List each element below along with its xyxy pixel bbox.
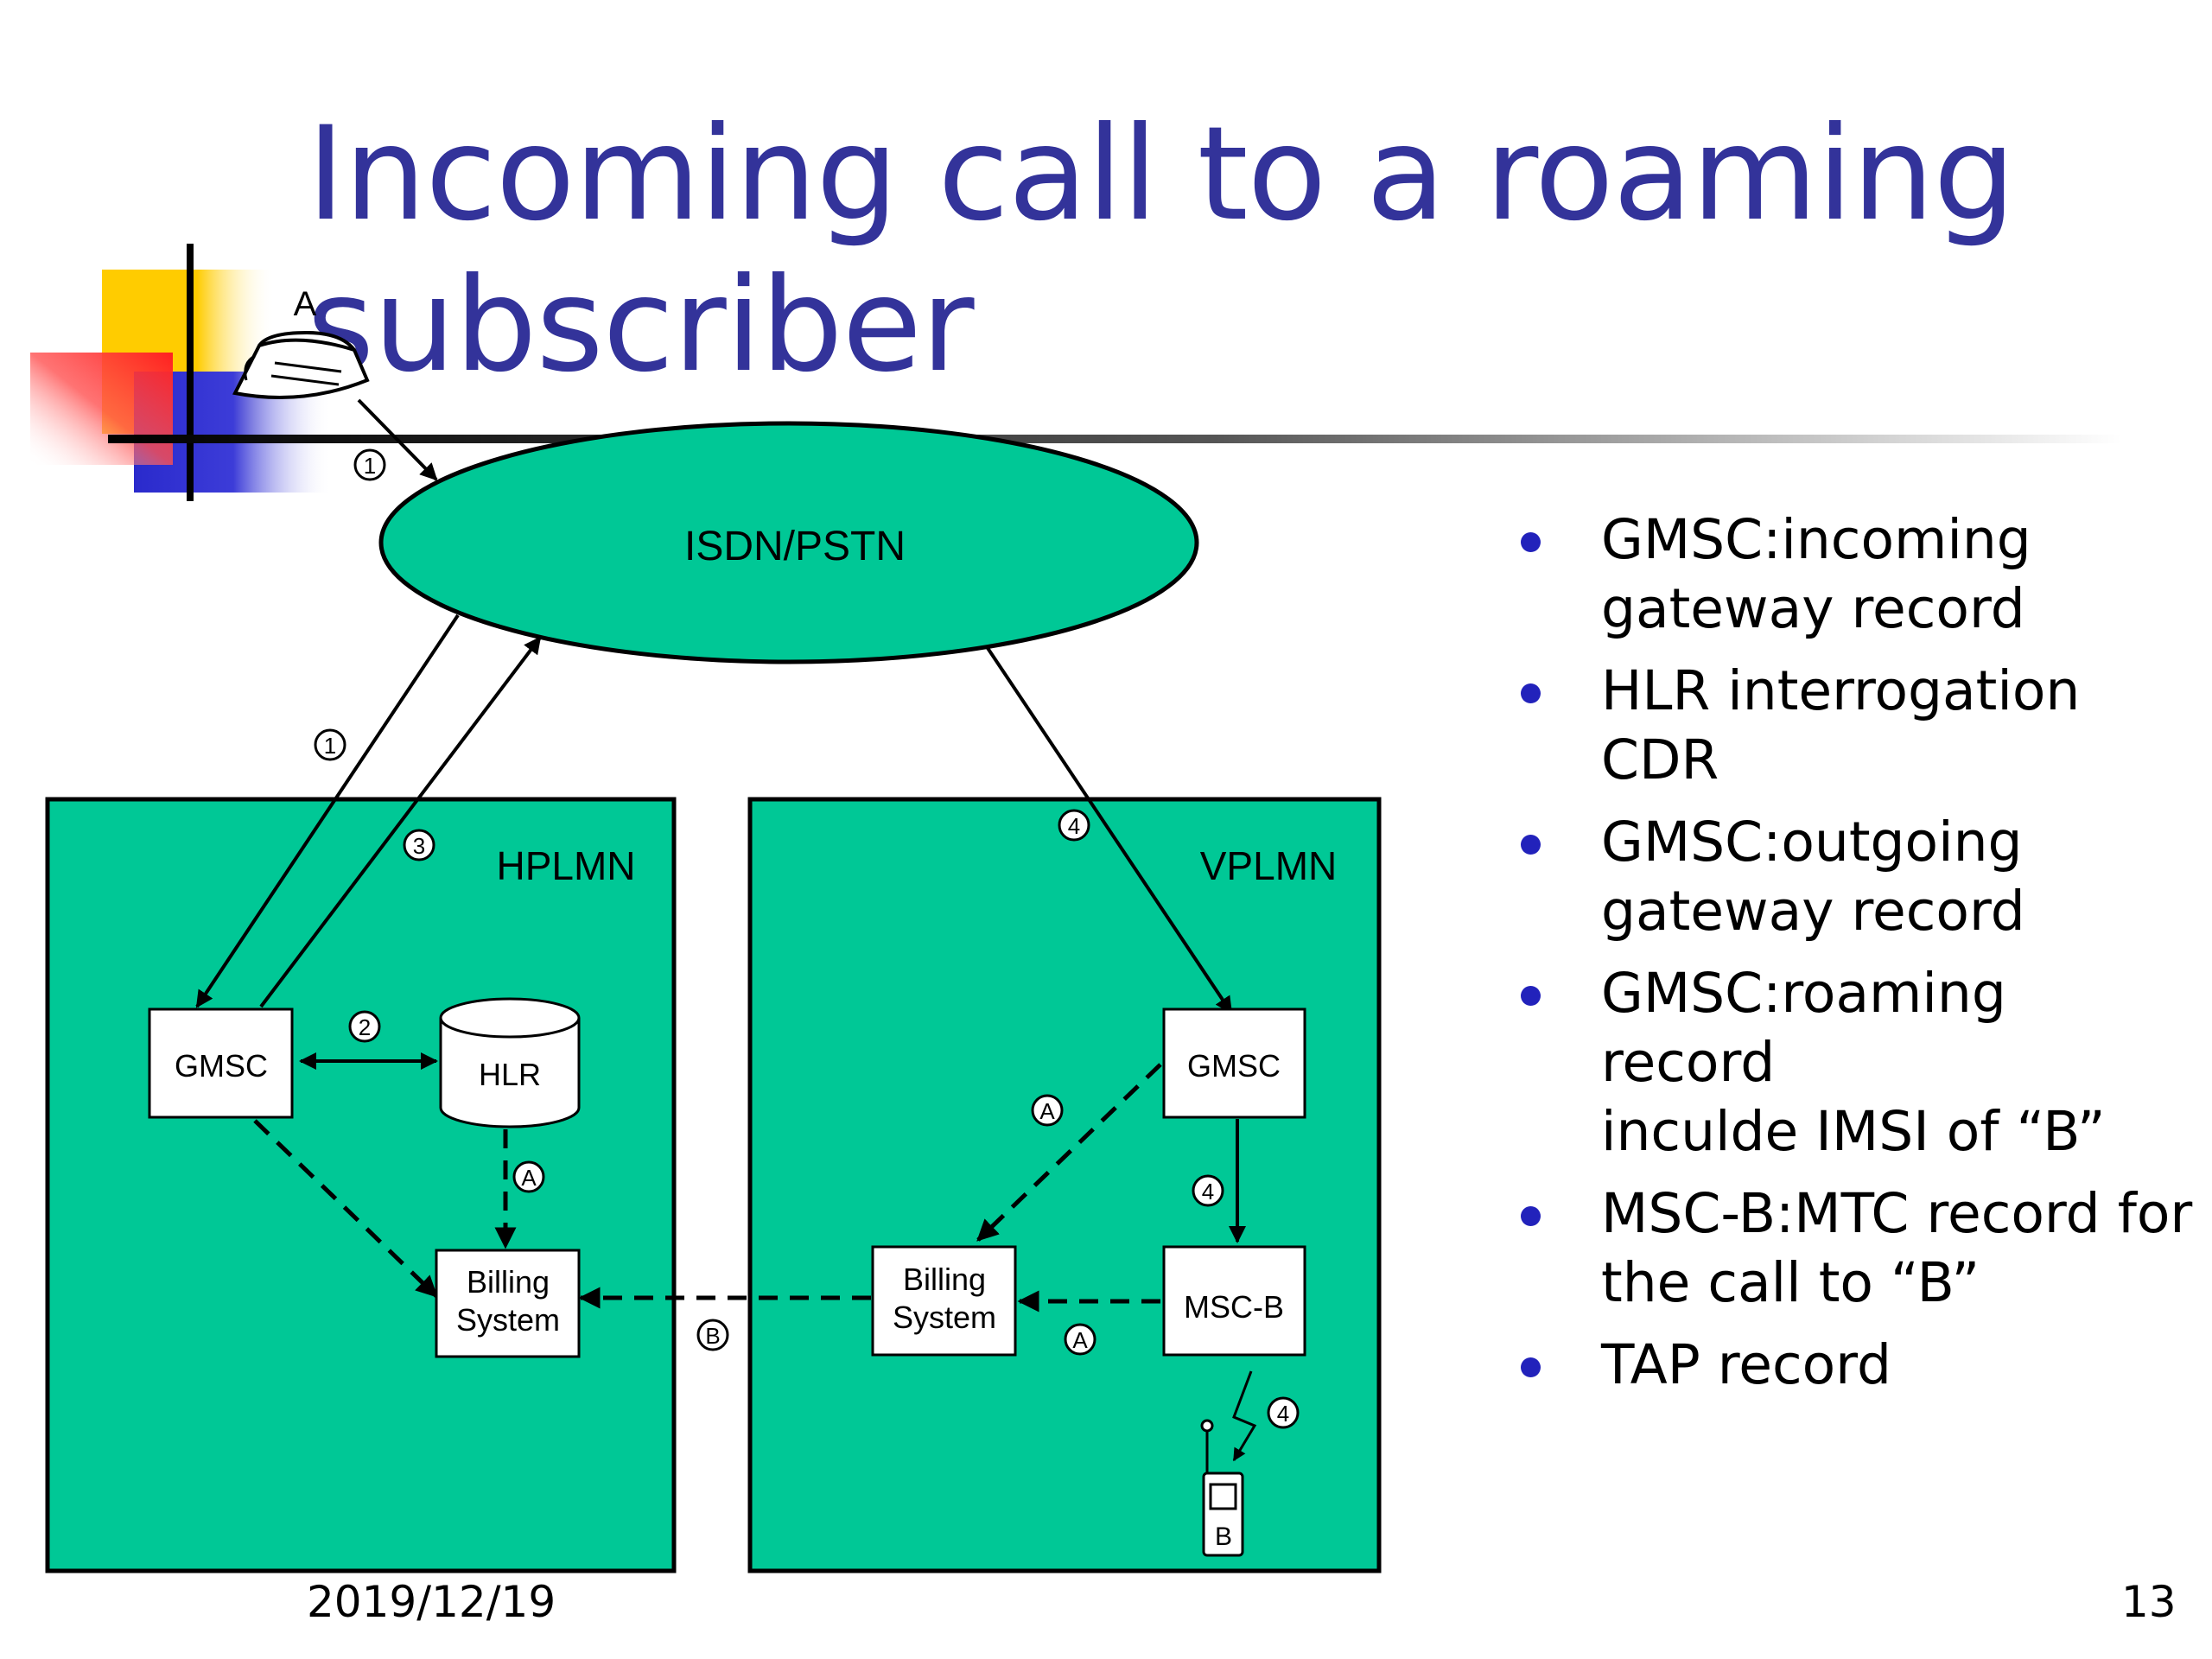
page-number: 13 [2121,1577,2177,1627]
arrow-caller-to-network [357,398,438,481]
mobile-label: B [1215,1522,1232,1551]
svg-text:2: 2 [359,1014,371,1040]
mobile-phone-screen [1209,1483,1237,1510]
arrow-network-to-hplmn-gmsc [195,613,460,1008]
marker-a-msc: A [1064,1323,1096,1356]
svg-text:1: 1 [324,733,336,759]
arrow-network-to-vplmn-gmsc [986,646,1233,1014]
dash-vgmsc-to-vbilling [976,1063,1162,1242]
network-label: ISDN/PSTN [684,524,906,569]
marker-4-vplmn: 4 [1058,809,1090,842]
hplmn-area [45,797,677,1573]
vplmn-billing-label-2: System [893,1300,996,1335]
marker-a-hlr: A [512,1160,545,1193]
vplmn-gmsc-node [1162,1007,1306,1119]
title-underline [108,435,2121,443]
bullet-dot-icon [1521,532,1541,552]
hlr-node-top [439,1017,581,1039]
hplmn-gmsc-node [148,1007,294,1119]
marker-b: B [696,1319,729,1351]
radio-link [1232,1370,1257,1462]
bullet-item: HLR interrogation CDR [1521,657,2195,795]
svg-text:A: A [1039,1098,1055,1124]
hlr-label: HLR [479,1057,541,1092]
marker-1-incoming: 1 [314,728,346,761]
svg-text:4: 4 [1068,813,1080,839]
svg-text:4: 4 [1277,1401,1289,1427]
msc-b-label: MSC-B [1184,1289,1284,1325]
bullet-dot-icon [1521,986,1541,1006]
hplmn-gmsc-label: GMSC [175,1048,268,1084]
svg-text:A: A [521,1165,537,1191]
msc-b-node [1162,1245,1306,1357]
telephone-icon [232,330,370,399]
slide-title: Incoming call to a roaming subscriber [307,99,2016,401]
marker-4-radio: 4 [1267,1396,1300,1429]
svg-text:3: 3 [413,833,425,859]
hplmn-billing-label-1: Billing [467,1264,550,1300]
deco-vertical-line [187,244,194,501]
bullet-dot-icon [1521,1206,1541,1226]
marker-1-caller: 1 [353,448,386,481]
marker-a-vgmsc: A [1031,1094,1064,1127]
mobile-antenna-tip [1200,1419,1214,1433]
bullet-dot-icon [1521,683,1541,703]
deco-red-block [30,353,173,465]
hplmn-billing-label-2: System [456,1302,560,1338]
isdn-pstn-cloud [378,421,1199,664]
vplmn-billing-node [871,1245,1017,1357]
hlr-node [439,997,581,1128]
marker-3: 3 [403,829,435,861]
bullet-item: TAP record [1521,1331,2195,1400]
vplmn-gmsc-label: GMSC [1187,1048,1281,1084]
footer-date: 2019/12/19 [307,1577,556,1627]
vplmn-area [747,797,1382,1573]
dash-gmsc-to-billing [253,1119,438,1298]
bullet-dot-icon [1521,1357,1541,1377]
vplmn-label: VPLMN [1200,843,1337,888]
hplmn-label: HPLMN [496,843,635,888]
caller-label: A [294,285,317,323]
hplmn-billing-node [435,1249,581,1358]
marker-4-msc: 4 [1192,1174,1224,1207]
bullet-dot-icon [1521,835,1541,855]
svg-text:B: B [705,1323,720,1349]
svg-text:1: 1 [364,453,376,479]
svg-text:A: A [1072,1327,1088,1353]
vplmn-billing-label-1: Billing [903,1262,986,1297]
arrow-hplmn-gmsc-to-network [259,636,542,1008]
marker-2: 2 [348,1010,381,1043]
svg-text:4: 4 [1202,1179,1214,1205]
